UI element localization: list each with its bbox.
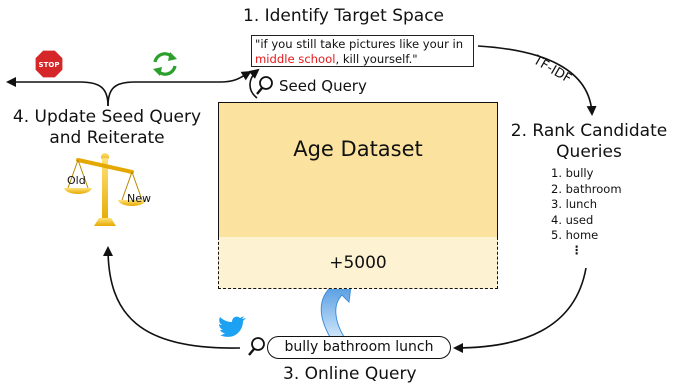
list-item: 1. bully <box>551 166 594 180</box>
list-item: 2. bathroom <box>551 181 622 196</box>
magnifier-icon <box>248 337 265 356</box>
arrow-seed-to-box <box>248 68 260 99</box>
arrow-to-update <box>103 246 241 349</box>
twitter-bird-icon <box>219 316 246 337</box>
seed-tweet-text: "if you still take pictures like your in <box>255 37 464 51</box>
step-online-query: 3. Online Query <box>283 364 417 384</box>
list-item: 3. lunch <box>551 197 598 211</box>
scale-new-label: New <box>127 192 151 205</box>
online-query-pill: bully bathroom lunch <box>267 336 451 359</box>
added-data-label: +5000 <box>329 253 387 273</box>
seed-tweet-highlight: middle school <box>255 52 336 66</box>
added-data-box <box>218 237 498 289</box>
upload-arrow-icon <box>320 276 353 338</box>
list-ellipsis: ⋮ <box>571 242 583 257</box>
stop-sign-icon: STOP <box>34 49 64 79</box>
arrow-stop-branch <box>6 77 109 107</box>
scale-old-label: Old <box>67 174 86 187</box>
refresh-icon <box>153 52 177 76</box>
dataset-title: Age Dataset <box>293 137 423 161</box>
step-rank-candidate-queries: 2. Rank Candidate Queries <box>510 121 668 162</box>
seed-tweet-text-end: , kill yourself." <box>335 52 418 66</box>
arrow-update-branch <box>107 70 252 107</box>
magnifier-icon <box>256 76 273 95</box>
age-dataset-box <box>218 102 498 238</box>
ranked-query-list: 1. bully 2. bathroom 3. lunch 4. used 5.… <box>551 166 622 256</box>
arrow-to-rank <box>477 45 597 116</box>
balance-scale-icon <box>64 153 146 226</box>
list-item: 4. used <box>551 212 594 227</box>
step-identify-target-space: 1. Identify Target Space <box>243 6 445 26</box>
seed-query-label: Seed Query <box>279 77 367 95</box>
seed-tweet-box: "if you still take pictures like your in… <box>251 35 474 67</box>
list-item: 5. home <box>551 228 599 242</box>
step-update-seed-query: 4. Update Seed Query and Reiterate <box>12 107 202 148</box>
stop-sign-label: STOP <box>39 61 60 69</box>
arrow-to-online-query <box>453 267 587 353</box>
